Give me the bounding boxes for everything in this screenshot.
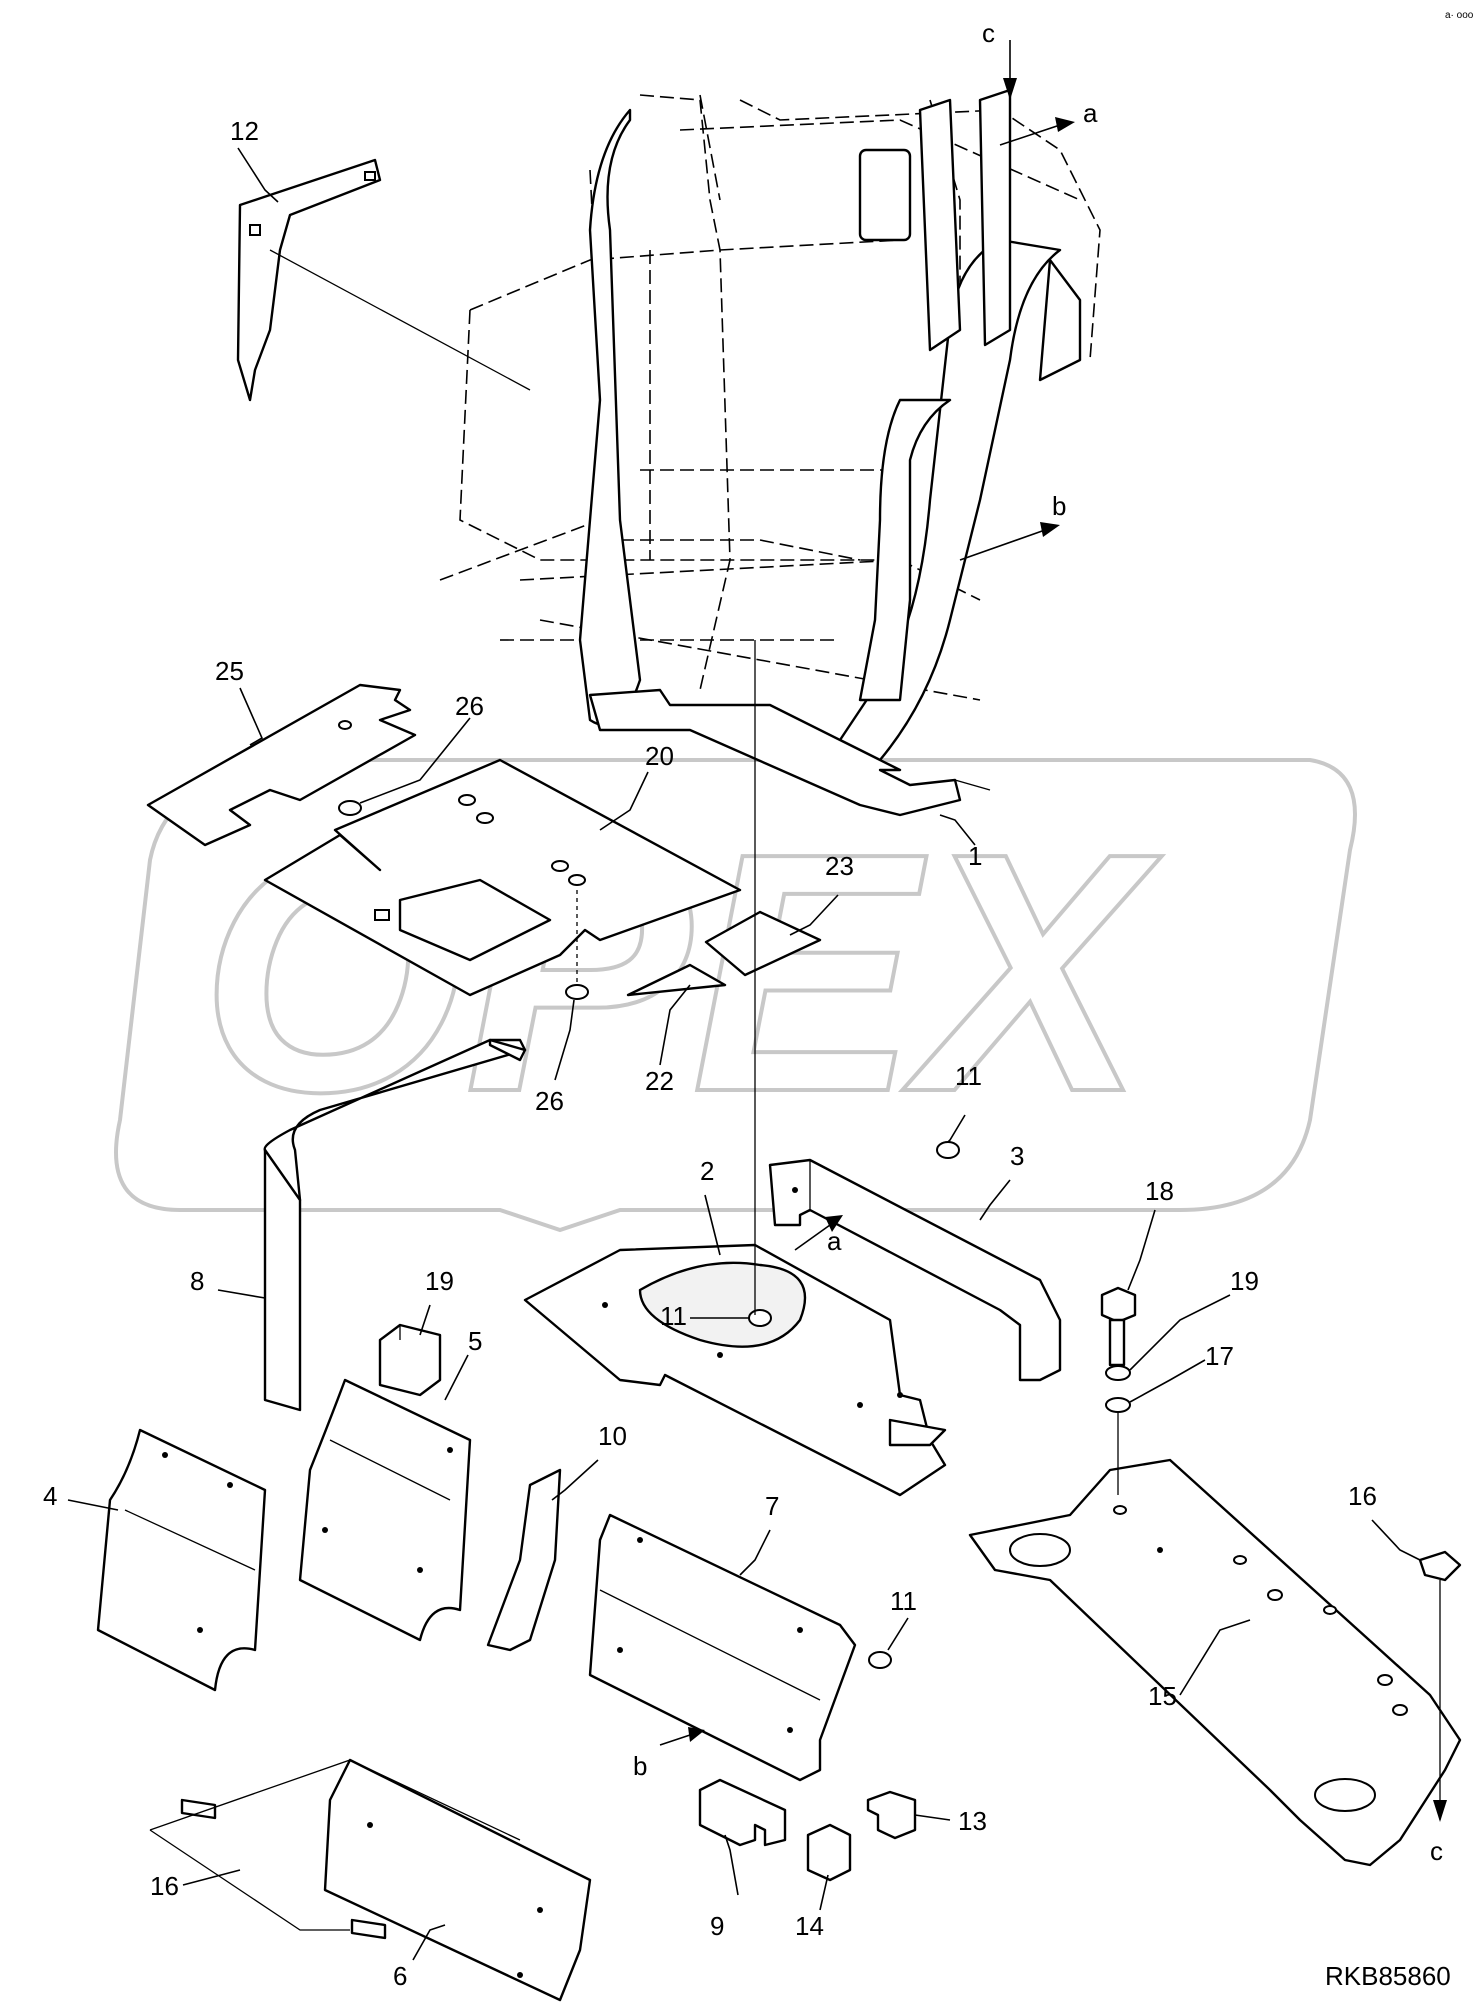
part-19-washer (1105, 1397, 1131, 1495)
label-part-11-low: 11 (890, 1586, 917, 1616)
part-10-bracket (486, 1468, 562, 1652)
label-part-12: 12 (230, 116, 259, 146)
part-5-panel (298, 1378, 472, 1642)
watermark: OPEX (114, 758, 1357, 1233)
label-part-7: 7 (765, 1491, 779, 1521)
part-20-bolt (1100, 1286, 1137, 1367)
part-1-floor-frame (588, 688, 991, 817)
part-25-pad (704, 910, 822, 977)
label-part-16: 16 (150, 1871, 179, 1901)
part-7-panel (588, 1513, 857, 1782)
arrow-label-b-bottom: b (633, 1751, 647, 1781)
part-13-block (866, 1790, 917, 1840)
label-part-23: 25 (215, 656, 244, 686)
part-3-bracket (768, 1158, 1062, 1382)
label-part-2: 2 (700, 1156, 714, 1186)
part-11-washers (748, 640, 960, 1669)
label-part-1: 1 (968, 841, 982, 871)
corner-mark: a· ooo (1445, 10, 1474, 21)
label-part-19: 17 (1205, 1341, 1234, 1371)
label-part-6: 6 (393, 1961, 407, 1991)
label-part-9: 9 (710, 1911, 724, 1941)
arrow-label-b-top: b (1052, 491, 1066, 521)
arrow-label-c-top: c (982, 18, 995, 48)
part-17-cover-plate (968, 1458, 1462, 1867)
arrow-label-c-bottom: c (1430, 1836, 1443, 1866)
part-18-clip (1418, 1550, 1462, 1820)
part-14-block (806, 1823, 852, 1882)
label-part-15: 19 (425, 1266, 454, 1296)
part-8-trim (263, 1038, 527, 1412)
part-9-block (698, 1778, 787, 1847)
label-part-20: 18 (1145, 1176, 1174, 1206)
part-15-block (378, 1323, 442, 1397)
view-arrow-letters: c a b a b c (633, 18, 1443, 1866)
label-part-8: 8 (190, 1266, 204, 1296)
leader-lines (67, 147, 1421, 1961)
label-part-17: 15 (1148, 1681, 1177, 1711)
label-part-21: 19 (1230, 1266, 1259, 1296)
part-23-floor-mat (146, 683, 417, 847)
part-26-washers (338, 800, 589, 1000)
arrow-label-a-top: a (1083, 98, 1098, 128)
part-labels: 12 25 26 20 23 22 26 1 11 2 3 11 8 19 5 … (43, 116, 1377, 1991)
label-part-4: 4 (43, 1481, 57, 1511)
label-part-11-mid: 11 (660, 1301, 687, 1331)
label-part-25: 23 (825, 851, 854, 881)
label-part-18: 16 (1348, 1481, 1377, 1511)
cab-pillars (578, 88, 1082, 762)
label-part-14: 14 (795, 1911, 824, 1941)
label-part-13: 13 (958, 1806, 987, 1836)
label-part-26-lower: 26 (535, 1086, 564, 1116)
label-part-3: 3 (1010, 1141, 1024, 1171)
view-arrows (659, 40, 1447, 1822)
part-21-washer (1105, 1365, 1131, 1381)
part-16-clips (149, 1759, 521, 1940)
part-24-wedge (626, 963, 727, 997)
drawing-code: RKB85860 (1325, 1961, 1451, 1991)
label-part-26-upper: 26 (455, 691, 484, 721)
part-6-panel (323, 1758, 592, 2002)
part-2-floor-plate (523, 1243, 947, 1497)
label-part-11-top: 11 (955, 1061, 982, 1091)
label-part-5: 5 (468, 1326, 482, 1356)
label-part-10: 10 (598, 1421, 627, 1451)
part-12-side-panel (236, 158, 531, 402)
part-22-floor-mat (263, 758, 742, 997)
label-part-22: 20 (645, 741, 674, 771)
label-part-24: 22 (645, 1066, 674, 1096)
part-4-panel (96, 1428, 267, 1692)
arrow-label-a-mid: a (827, 1226, 842, 1256)
